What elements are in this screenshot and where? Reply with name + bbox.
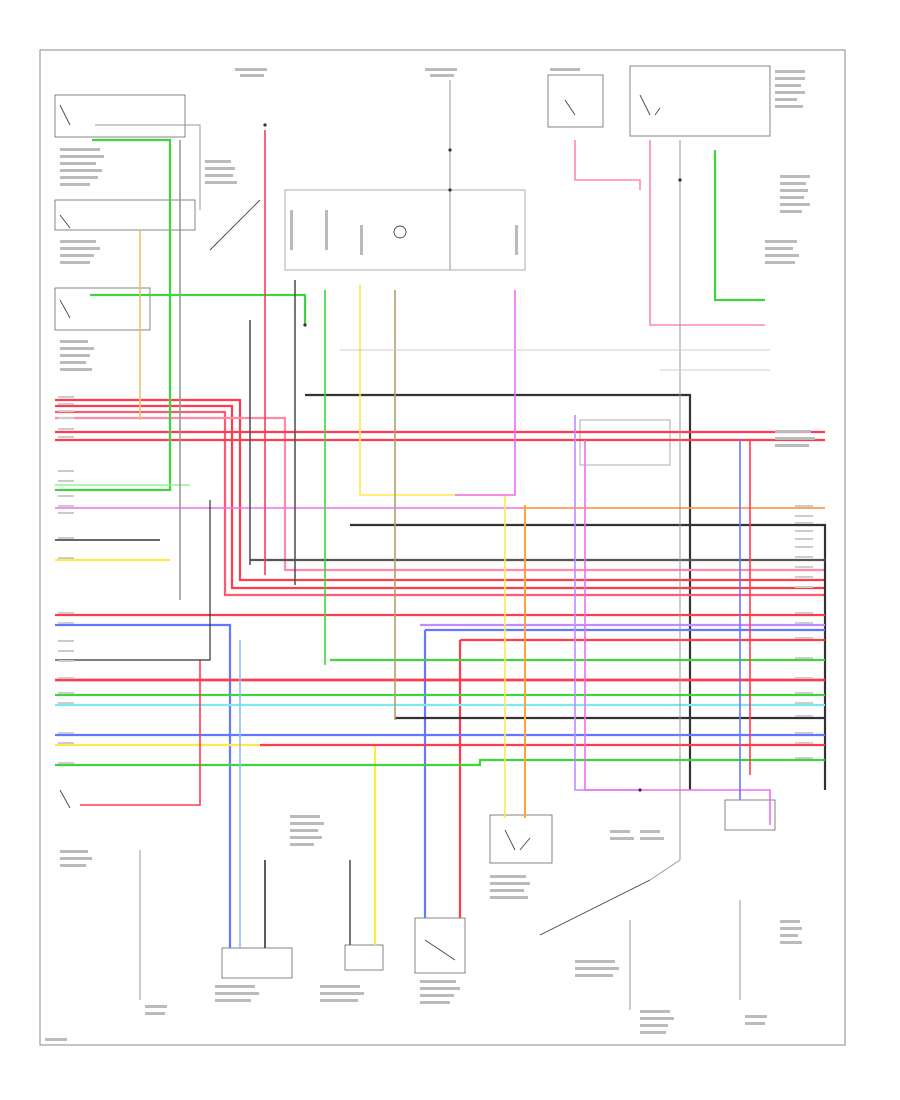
harness-wires xyxy=(55,138,827,948)
switch-symbols xyxy=(59,94,661,961)
wire-green-4 xyxy=(55,758,825,767)
sensor-box-left-3 xyxy=(54,287,151,331)
relay-switch-2 xyxy=(564,99,576,116)
sensor-box-left-1 xyxy=(54,94,186,138)
ground-bus-box xyxy=(284,189,526,271)
drop-magenta-2 xyxy=(584,440,771,825)
sensor-switch-3 xyxy=(59,299,71,319)
wire-red-7 xyxy=(458,638,825,918)
diagonal-wire xyxy=(539,879,651,936)
label-blocks xyxy=(45,68,815,1041)
wire-red-2 xyxy=(55,404,825,590)
oil-switch xyxy=(424,939,456,961)
wire-yellow-2 xyxy=(55,743,377,945)
sensor-switch-1 xyxy=(59,104,71,126)
right-wire-labels xyxy=(795,505,813,759)
wire-green-5 xyxy=(90,293,307,325)
fuel-pump-switch-box xyxy=(489,814,553,864)
splice-points xyxy=(263,123,682,792)
relay-switch-3 xyxy=(504,829,531,851)
oil-pressure-sender-box xyxy=(414,917,466,974)
bulb-symbol xyxy=(393,225,407,239)
wire-blue-2 xyxy=(423,628,825,918)
wire-red-10 xyxy=(80,660,201,806)
drop-gray-7 xyxy=(95,124,201,210)
throttle-position-sensor-box xyxy=(221,947,293,979)
wire-green-1 xyxy=(55,138,172,492)
relay-switch-1 xyxy=(639,94,661,116)
wire-black-2 xyxy=(350,523,827,790)
wire-black-1 xyxy=(305,393,692,790)
drop-magenta-1 xyxy=(455,290,516,496)
wire-red-1 xyxy=(55,398,825,582)
fuel-level-box xyxy=(724,799,776,831)
fuse-box-small xyxy=(547,74,604,128)
relay-stack-box xyxy=(579,419,671,466)
drop-yellow-1 xyxy=(359,285,506,818)
drop-gray-2 xyxy=(649,140,681,881)
drop-black-2 xyxy=(55,500,211,661)
drop-pink-2 xyxy=(649,140,765,326)
drop-pink-1 xyxy=(574,140,641,190)
speed-sensor-box xyxy=(344,944,384,971)
diagram-border xyxy=(39,49,846,1046)
sensor-switch-2 xyxy=(59,214,71,229)
wire-blue-1 xyxy=(55,623,232,948)
top-components xyxy=(54,65,776,979)
vertical-wires xyxy=(55,80,771,1010)
diagonal-wire-2 xyxy=(209,199,261,251)
fuel-pump-relay-box xyxy=(629,65,771,137)
wire-green-6 xyxy=(713,150,765,302)
sensor-switch-4 xyxy=(59,789,71,809)
left-wire-labels xyxy=(58,396,74,764)
sensor-box-left-2 xyxy=(54,199,196,231)
